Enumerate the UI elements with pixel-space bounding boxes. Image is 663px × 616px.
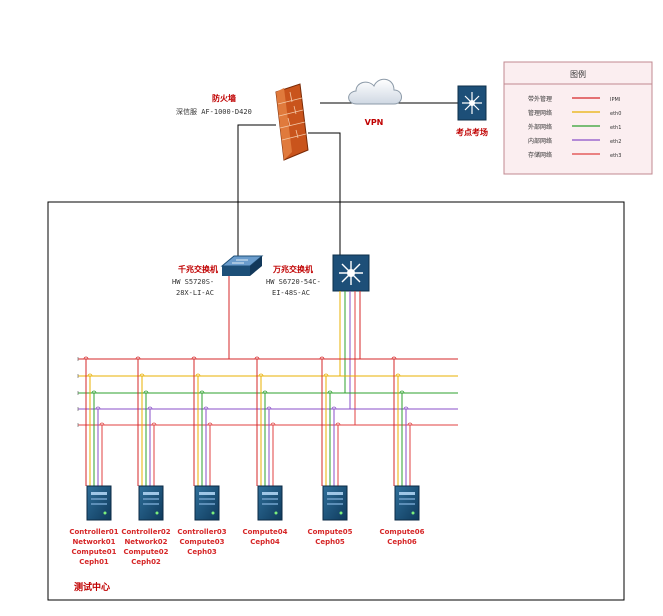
server-label: Ceph04 — [250, 538, 280, 546]
legend-title: 图例 — [570, 69, 586, 79]
server-icon — [257, 485, 283, 521]
ten-gigabit-switch-icon — [332, 254, 370, 292]
server-label: Compute04 — [242, 528, 287, 536]
uplink-wires — [232, 102, 458, 263]
bus-hop — [135, 356, 141, 360]
server-wires — [83, 356, 413, 486]
legend-item-name: 外部网络 — [528, 123, 552, 131]
bus-hop — [195, 373, 201, 377]
legend-item-name: 管理网络 — [528, 109, 552, 117]
server-label: Compute05 — [307, 528, 352, 536]
gigabit-switch-icon — [220, 255, 264, 276]
legend-item-tag: eth1 — [610, 125, 621, 131]
server-icon — [322, 485, 348, 521]
legend-item-tag: eth3 — [610, 153, 621, 159]
remote-site-label: 考点考场 — [456, 127, 488, 137]
server-icon — [394, 485, 420, 521]
network-buses — [77, 357, 458, 427]
bus-hop — [327, 390, 333, 394]
gigabit-switch-model-1: HW S5720S- — [172, 278, 214, 286]
ten-gigabit-switch-title: 万兆交换机 — [272, 264, 313, 274]
bus-hop — [191, 356, 197, 360]
server-label: Ceph03 — [187, 548, 217, 556]
datacenter-boundary — [47, 201, 625, 601]
bus-hop — [403, 406, 409, 410]
cloud-icon — [348, 78, 402, 105]
server-icon — [138, 485, 164, 521]
server-icon — [194, 485, 220, 521]
bus-hop — [254, 356, 260, 360]
bus-hop — [199, 390, 205, 394]
server-label: Ceph06 — [387, 538, 417, 546]
firewall-model: 深信服 AF-1000-D420 — [176, 107, 252, 116]
legend-item-tag: eth0 — [610, 111, 621, 117]
bus-hop — [207, 422, 213, 426]
bus-hop — [95, 406, 101, 410]
bus-hop — [331, 406, 337, 410]
server-label: Network01 — [72, 538, 115, 546]
legend-item-tag: eth2 — [610, 139, 621, 145]
legend-item-name: 带外管理 — [528, 95, 552, 103]
bus-hop — [258, 373, 264, 377]
bus-hop — [147, 406, 153, 410]
bus-hop — [83, 356, 89, 360]
vpn-label: VPN — [365, 118, 384, 127]
bus-hop — [391, 356, 397, 360]
server-label: Network02 — [124, 538, 167, 546]
bus-hop — [395, 373, 401, 377]
server-label: Controller02 — [121, 528, 170, 536]
switch-drop-wires — [228, 276, 361, 425]
legend-item-tag: IPMI — [610, 97, 620, 103]
gigabit-switch-model-2: 28X-LI-AC — [176, 289, 214, 297]
bus-hop — [335, 422, 341, 426]
bus-hop — [319, 356, 325, 360]
server-icon — [86, 485, 112, 521]
server-label: Compute03 — [179, 538, 224, 546]
legend-item-name: 存储网络 — [528, 151, 552, 159]
bus-hop — [399, 390, 405, 394]
bus-hop — [203, 406, 209, 410]
legend-item-name: 内部网络 — [528, 137, 552, 145]
bus-hop — [266, 406, 272, 410]
bus-hop — [270, 422, 276, 426]
bus-hop — [262, 390, 268, 394]
bus-hop — [91, 390, 97, 394]
bus-hop — [143, 390, 149, 394]
server-label: Ceph01 — [79, 558, 109, 566]
server-label: Controller03 — [177, 528, 226, 536]
bus-hop — [323, 373, 329, 377]
server-label: Compute02 — [123, 548, 168, 556]
bus-hop — [151, 422, 157, 426]
bus-hop — [99, 422, 105, 426]
datacenter-label: 测试中心 — [74, 581, 110, 593]
bus-hop — [139, 373, 145, 377]
gigabit-switch-title: 千兆交换机 — [178, 264, 218, 274]
server-label: Compute06 — [379, 528, 424, 536]
firewall-icon — [275, 83, 309, 161]
bus-hop — [407, 422, 413, 426]
ten-gigabit-switch-model-1: HW S6720-54C- — [266, 278, 321, 286]
remote-switch-icon — [457, 85, 487, 121]
server-label: Controller01 — [69, 528, 118, 536]
server-label: Ceph05 — [315, 538, 345, 546]
server-label: Ceph02 — [131, 558, 161, 566]
ten-gigabit-switch-model-2: EI-48S-AC — [272, 289, 310, 297]
server-label: Compute01 — [71, 548, 116, 556]
bus-hop — [87, 373, 93, 377]
legend: 图例 带外管理 IPMI 管理网络 eth0 外部网络 eth1 内部网络 eth2 存储网络 e… — [503, 61, 653, 175]
firewall-title: 防火墙 — [212, 93, 236, 103]
